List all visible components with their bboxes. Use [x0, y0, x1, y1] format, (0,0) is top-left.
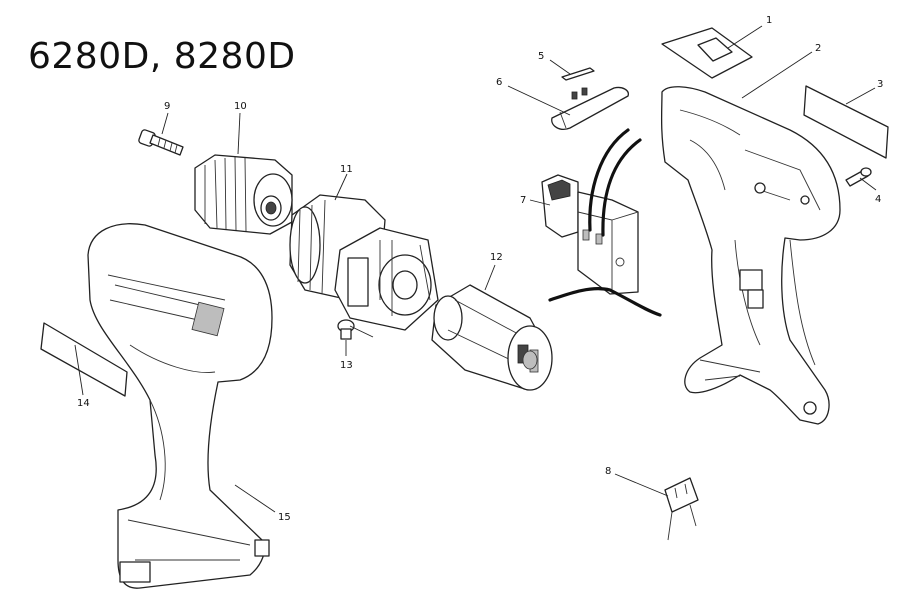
- part-number-7: 7: [520, 195, 526, 206]
- part-number-10: 10: [234, 101, 247, 112]
- part-gear-screw: [337, 319, 374, 340]
- part-motor: [431, 284, 553, 391]
- part-switch-assembly: [541, 128, 662, 317]
- part-button: [661, 27, 753, 79]
- part-number-3: 3: [877, 79, 883, 90]
- part-number-8: 8: [605, 466, 611, 477]
- part-terminal: [664, 477, 699, 541]
- part-housing-left: [87, 223, 273, 589]
- part-number-15: 15: [278, 512, 291, 523]
- part-number-1: 1: [766, 15, 772, 26]
- part-label-right: [803, 85, 889, 159]
- part-chuck-screw: [138, 129, 184, 156]
- part-number-labels: 1 2 3 4 5 6 7 8 9 10 11 12 13 14 15: [77, 15, 883, 523]
- part-number-13: 13: [340, 360, 353, 371]
- part-number-14: 14: [77, 398, 90, 409]
- part-keyless-chuck: [194, 154, 293, 235]
- part-number-12: 12: [490, 252, 503, 263]
- part-number-2: 2: [815, 43, 821, 54]
- part-number-6: 6: [496, 77, 502, 88]
- part-housing-screw: [845, 167, 872, 187]
- part-label-left: [40, 322, 128, 397]
- part-number-5: 5: [538, 51, 544, 62]
- part-number-4: 4: [875, 194, 881, 205]
- part-spring: [561, 67, 595, 81]
- leader-lines: [74, 25, 877, 513]
- part-number-9: 9: [164, 101, 170, 112]
- part-reverse-lever: [551, 86, 629, 130]
- model-title: 6280D, 8280D: [28, 36, 296, 77]
- part-gear-assembly: [289, 194, 439, 331]
- part-housing-right: [660, 86, 841, 425]
- part-number-11: 11: [340, 164, 353, 175]
